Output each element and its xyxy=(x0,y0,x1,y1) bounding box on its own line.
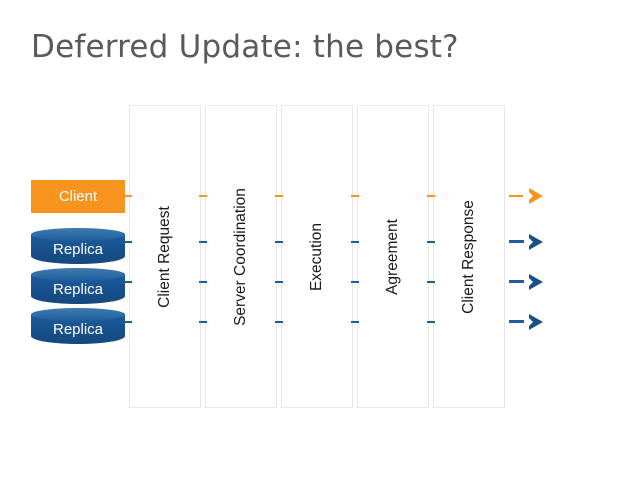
flow-dash-replica-3 xyxy=(125,321,132,323)
cylinder-top-ellipse xyxy=(31,228,125,241)
flow-dash-replica-1 xyxy=(125,241,132,243)
flow-dash-replica-3 xyxy=(199,321,207,323)
page-title: Deferred Update: the best? xyxy=(31,29,459,65)
cylinder-top-ellipse xyxy=(31,268,125,281)
entity-replica-2[interactable]: Replica xyxy=(31,268,125,308)
flow-dash-replica-2 xyxy=(275,281,283,283)
flow-dash-client xyxy=(275,195,283,197)
flow-dash-replica-2 xyxy=(199,281,207,283)
phase-column-client-response[interactable]: Client Response xyxy=(433,105,505,408)
phase-label: Server Coordination xyxy=(232,187,249,326)
flow-dash-client xyxy=(351,195,359,197)
flow-dash-replica-3 xyxy=(351,321,359,323)
flow-dash-client xyxy=(427,195,435,197)
flow-dash-replica-1 xyxy=(509,240,524,243)
flow-dash-replica-1 xyxy=(427,241,435,243)
entity-replica-3[interactable]: Replica xyxy=(31,308,125,348)
phase-column-execution[interactable]: Execution xyxy=(281,105,353,408)
flow-arrowhead-notch xyxy=(529,238,533,246)
entity-label: Client xyxy=(58,188,98,205)
entity-replica-1[interactable]: Replica xyxy=(31,228,125,268)
flow-dash-replica-3 xyxy=(427,321,435,323)
phase-label: Client Request xyxy=(156,205,173,308)
flow-arrowhead-notch xyxy=(529,192,533,200)
flow-dash-client xyxy=(125,195,132,197)
flow-dash-replica-2 xyxy=(351,281,359,283)
flow-dash-replica-1 xyxy=(351,241,359,243)
phase-label: Client Response xyxy=(460,199,477,314)
entity-client[interactable]: Client xyxy=(31,180,125,213)
phase-label: Agreement xyxy=(384,218,401,295)
flow-dash-replica-2 xyxy=(427,281,435,283)
flow-dash-replica-3 xyxy=(275,321,283,323)
flow-arrowhead-notch xyxy=(529,318,533,326)
flow-dash-replica-1 xyxy=(199,241,207,243)
flow-dash-replica-1 xyxy=(275,241,283,243)
phase-column-agreement[interactable]: Agreement xyxy=(357,105,429,408)
entity-label: Replica xyxy=(52,320,104,338)
flow-dash-client xyxy=(199,195,207,197)
flow-dash-replica-3 xyxy=(509,320,524,323)
entity-label: Replica xyxy=(52,240,104,258)
cylinder-top-ellipse xyxy=(31,308,125,321)
flow-dash-client xyxy=(509,195,523,197)
flow-dash-replica-2 xyxy=(509,280,524,283)
flow-arrowhead-notch xyxy=(529,278,533,286)
entity-label: Replica xyxy=(52,280,104,298)
phase-label: Execution xyxy=(308,222,325,291)
phase-column-client-request[interactable]: Client Request xyxy=(129,105,201,408)
phase-column-server-coordination[interactable]: Server Coordination xyxy=(205,105,277,408)
flow-dash-replica-2 xyxy=(125,281,132,283)
